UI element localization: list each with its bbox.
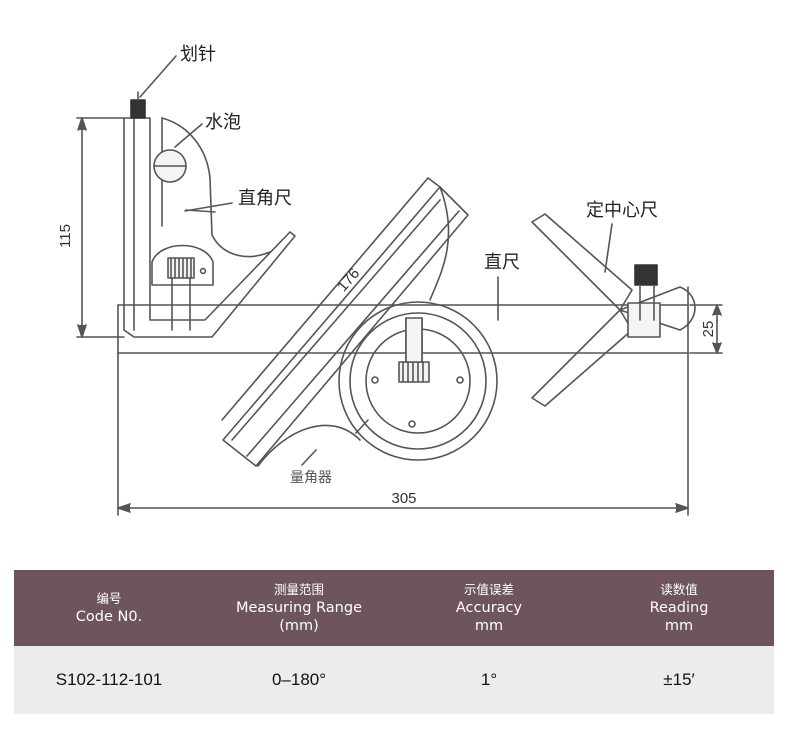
cell-range: 0–180°: [204, 646, 394, 714]
label-center-head: 定中心尺: [586, 200, 658, 221]
header-code-en: Code N0.: [75, 609, 143, 625]
leader-protractor: [301, 449, 317, 466]
cell-reading: ±15′: [584, 646, 774, 714]
dim-label-thickness: 25: [700, 321, 717, 338]
label-protractor: 量角器: [290, 470, 332, 486]
spec-table-header: 编号 Code N0. 测量范围 Measuring Range (mm) 示值…: [14, 570, 774, 646]
header-code: 编号 Code N0.: [14, 570, 204, 646]
header-range-zh: 测量范围: [273, 582, 324, 597]
leader-bubble: [174, 123, 203, 148]
header-range-unit: (mm): [279, 618, 319, 634]
header-accuracy-en: Accuracy: [455, 600, 523, 616]
ruler-blade: [117, 286, 689, 354]
header-accuracy-unit: mm: [474, 618, 504, 634]
protractor-head: [222, 186, 498, 467]
header-accuracy: 示值误差 Accuracy mm: [394, 570, 584, 646]
combination-square-drawing: 划针 水泡 直角尺 定中心尺 直尺 量角器 115 176 25 305: [57, 44, 723, 516]
header-accuracy-zh: 示值误差: [463, 582, 514, 597]
square-head: [123, 117, 296, 338]
leader-center-head: [604, 223, 613, 273]
header-reading-en: Reading: [649, 600, 709, 616]
center-head: [531, 213, 696, 407]
dim-label-overall-length: 305: [391, 490, 416, 507]
label-square-head: 直角尺: [238, 188, 292, 209]
dimension-overall-length: [117, 352, 689, 516]
spec-table: 编号 Code N0. 测量范围 Measuring Range (mm) 示值…: [14, 570, 774, 714]
header-range: 测量范围 Measuring Range (mm): [204, 570, 394, 646]
header-code-zh: 编号: [96, 591, 122, 606]
header-range-en: Measuring Range: [235, 600, 362, 616]
cell-code: S102-112-101: [14, 646, 204, 714]
leader-scriber: [139, 55, 177, 98]
label-ruler: 直尺: [484, 252, 520, 273]
dim-label-height: 115: [57, 224, 74, 248]
label-bubble: 水泡: [205, 112, 241, 133]
cell-accuracy: 1°: [394, 646, 584, 714]
table-row: S102-112-101 0–180° 1° ±15′: [14, 646, 774, 714]
dimension-blade-length: [221, 177, 441, 421]
header-reading-zh: 读数值: [660, 582, 698, 597]
leader-square-head: [184, 202, 233, 212]
dimension-height: [76, 117, 125, 338]
header-reading: 读数值 Reading mm: [584, 570, 774, 646]
header-reading-unit: mm: [664, 618, 694, 634]
label-scriber: 划针: [180, 44, 216, 65]
dimension-thickness: [689, 304, 723, 354]
dim-label-blade-length: 176: [334, 265, 363, 295]
scriber: [130, 91, 146, 119]
